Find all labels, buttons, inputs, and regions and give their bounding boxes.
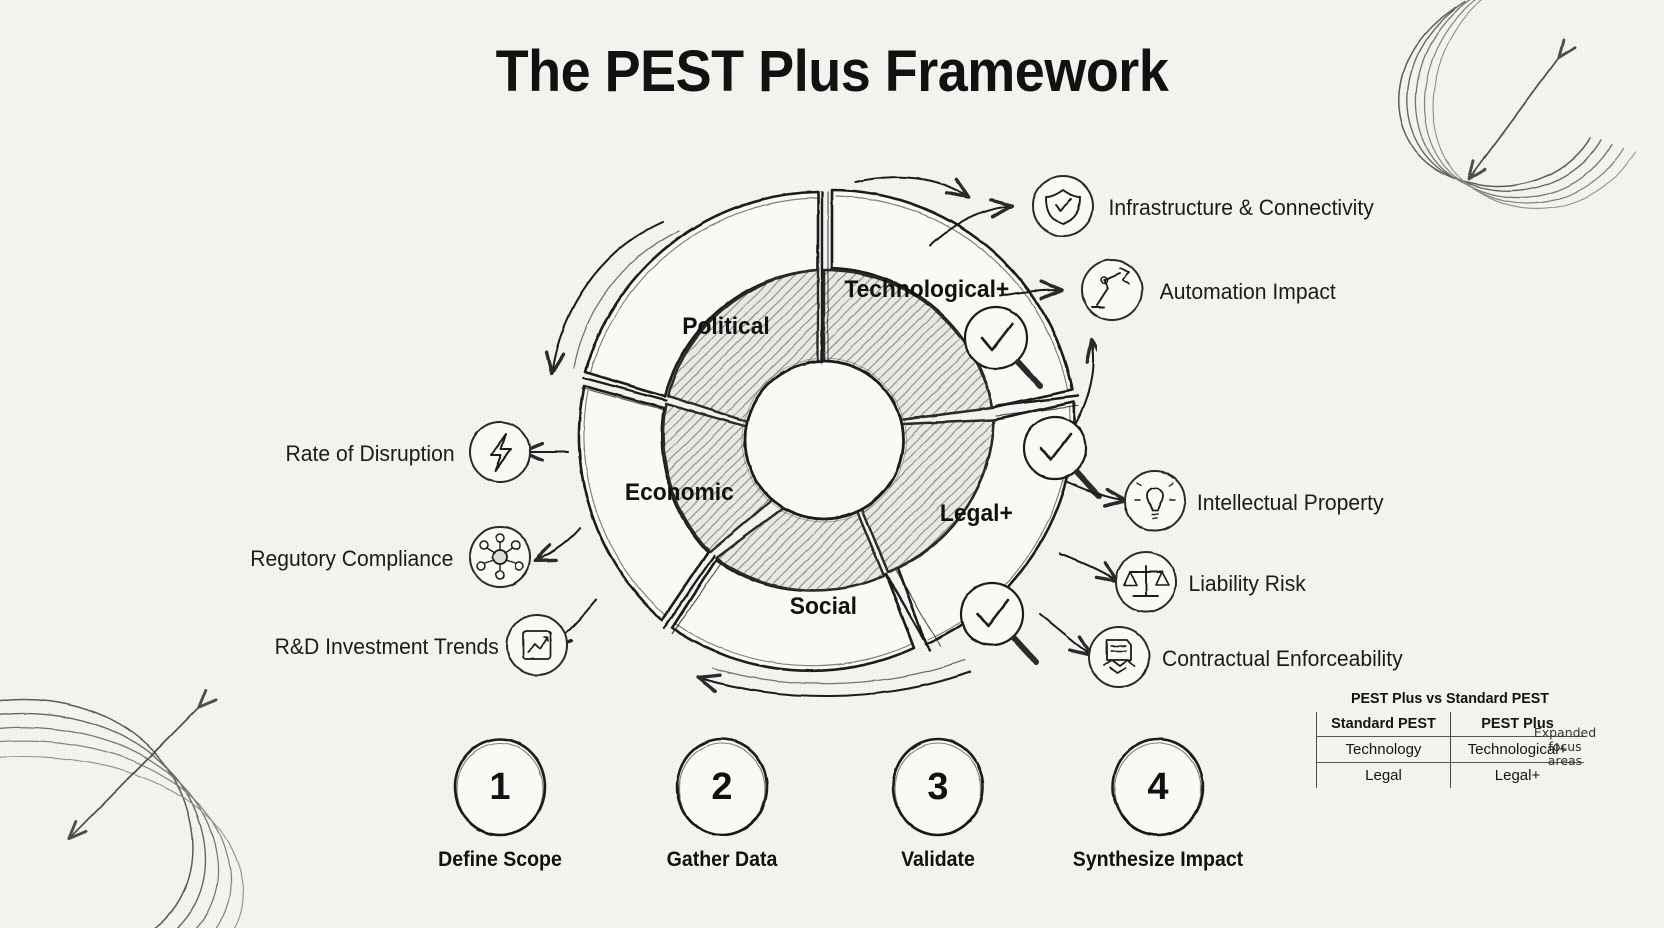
table-row: Legal Legal+ <box>1317 763 1584 788</box>
swirl-arrow-top-right <box>1398 0 1637 210</box>
wheel-dividers <box>581 190 1080 652</box>
wheel-segment-label-social[interactable]: Social <box>789 593 857 620</box>
wheel-rotation-arrow-right <box>1071 342 1094 431</box>
spoke-label-regutory-compliance[interactable]: Regutory Compliance <box>250 546 454 571</box>
wheel-segment-label-legal[interactable]: Legal+ <box>939 500 1013 527</box>
swirl-arrow-bottom-left <box>0 699 244 928</box>
process-step-number-1[interactable]: 1 <box>489 766 511 808</box>
magnifier-check-legal-upper <box>1022 415 1102 499</box>
trend-chart-icon <box>506 614 568 676</box>
process-step-number-3[interactable]: 3 <box>927 766 949 808</box>
lightning-bolt-icon <box>469 421 531 483</box>
wheel-segment-label-technological[interactable]: Technological+ <box>844 276 1010 303</box>
document-handshake-icon <box>1088 626 1150 688</box>
table-header-row: Standard PEST PEST Plus <box>1317 712 1584 737</box>
table-cell-plus-legal: Legal+ <box>1494 767 1541 784</box>
right-spoke-arrows <box>929 206 1124 654</box>
table-cell-standard-legal: Legal <box>1317 763 1451 788</box>
scales-icon <box>1115 551 1177 613</box>
wheel-segment-label-political[interactable]: Political <box>682 313 770 340</box>
magnifier-check-technological <box>963 305 1043 389</box>
table-header-pest-plus: PEST Plus <box>1451 712 1584 737</box>
spoke-label-rd-investment-trends[interactable]: R&D Investment Trends <box>274 634 499 659</box>
spoke-label-contractual-enforceability[interactable]: Contractual Enforceability <box>1162 646 1403 671</box>
process-step-circles <box>453 737 1205 837</box>
robot-arm-icon <box>1081 259 1143 321</box>
process-step-number-4[interactable]: 4 <box>1147 766 1169 808</box>
lightbulb-icon <box>1124 470 1186 532</box>
comparison-table-note: Expanded focus areas <box>1533 725 1597 768</box>
page-title: The PEST Plus Framework <box>495 39 1169 104</box>
spoke-label-intellectual-property[interactable]: Intellectual Property <box>1196 490 1384 515</box>
spoke-label-rate-of-disruption[interactable]: Rate of Disruption <box>285 441 455 466</box>
table-cell-standard-technology: Technology <box>1317 737 1451 763</box>
table-cell-plus-technological: Technological+ <box>1451 737 1584 763</box>
magnifier-check-legal-lower <box>959 581 1039 665</box>
network-node-icon <box>469 526 531 588</box>
wheel-core <box>741 357 907 523</box>
process-step-number-2[interactable]: 2 <box>711 766 733 808</box>
spoke-label-automation-impact[interactable]: Automation Impact <box>1159 279 1336 304</box>
comparison-table-caption: PEST Plus vs Standard PEST <box>1351 690 1549 707</box>
process-step-label-4[interactable]: Synthesize Impact <box>1072 848 1244 871</box>
comparison-table-grid: Standard PEST PEST Plus Technology Techn… <box>1316 712 1584 788</box>
process-step-label-3[interactable]: Validate <box>901 848 975 871</box>
wheel-rotation-arrow-top <box>854 176 967 196</box>
table-header-standard-pest: Standard PEST <box>1317 712 1451 737</box>
comparison-table: PEST Plus vs Standard PEST Standard PEST… <box>1316 690 1584 788</box>
process-step-label-2[interactable]: Gather Data <box>666 848 778 871</box>
wheel-rotation-arrow-bottom <box>700 659 971 698</box>
wheel-segment-label-economic[interactable]: Economic <box>624 479 734 506</box>
spoke-label-infrastructure-connectivity[interactable]: Infrastructure & Connectivity <box>1108 195 1374 220</box>
shield-check-icon <box>1032 175 1094 237</box>
wheel-rotation-arrow-left <box>552 221 680 372</box>
spoke-label-liability-risk[interactable]: Liability Risk <box>1188 571 1306 596</box>
process-step-label-1[interactable]: Define Scope <box>438 848 562 871</box>
table-row: Technology Technological+ <box>1317 737 1584 763</box>
